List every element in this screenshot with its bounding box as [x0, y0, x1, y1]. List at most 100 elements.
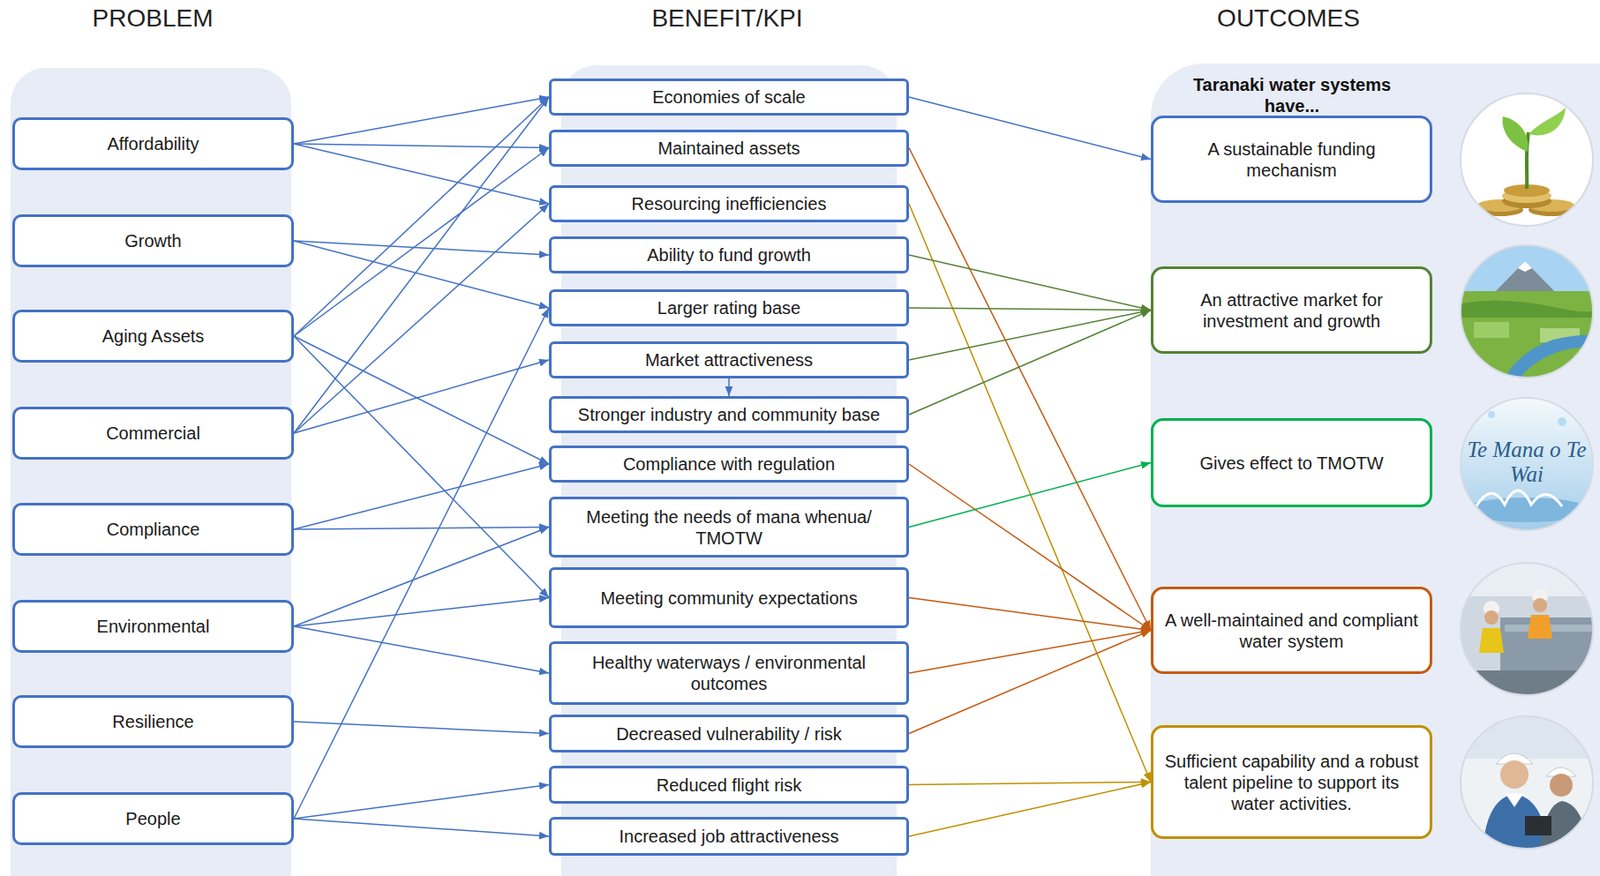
- connector: [293, 203, 549, 434]
- problem-box: Aging Assets: [12, 309, 294, 363]
- outcome-box: Sufficient capability and a robust talen…: [1150, 725, 1433, 840]
- box-label: Stronger industry and community base: [578, 404, 880, 426]
- connector: [908, 782, 1151, 838]
- connector: [293, 143, 549, 204]
- problem-box: Affordability: [12, 117, 294, 171]
- connector: [293, 97, 549, 337]
- box-label: Compliance with regulation: [623, 453, 835, 475]
- benefit-box: Stronger industry and community base: [548, 396, 909, 434]
- connector: [293, 721, 549, 735]
- connector: [908, 97, 1151, 160]
- connector: [908, 310, 1151, 361]
- connector: [293, 527, 549, 628]
- benefit-box: Healthy waterways / environmental outcom…: [548, 641, 909, 706]
- box-label: A well-maintained and compliant water sy…: [1164, 609, 1420, 653]
- connector: [908, 463, 1151, 528]
- benefit-box: Reduced flight risk: [548, 766, 909, 804]
- box-label: Healthy waterways / environmental outcom…: [562, 652, 896, 695]
- box-label: People: [125, 808, 181, 830]
- box-label: Increased job attractiveness: [618, 826, 839, 848]
- connector: [293, 598, 549, 628]
- box-label: Meeting the needs of mana whenua/ TMOTW: [562, 506, 896, 549]
- problem-box: Resilience: [12, 695, 294, 749]
- box-label: Commercial: [105, 422, 201, 444]
- problem-box: People: [12, 792, 294, 846]
- column-heading: BENEFIT/KPI: [550, 3, 904, 34]
- problem-column: [10, 67, 292, 876]
- box-label: Resourcing inefficiencies: [631, 193, 827, 215]
- benefit-box: Market attractiveness: [548, 341, 909, 379]
- connector: [293, 148, 549, 338]
- connector: [293, 626, 549, 674]
- connector: [293, 240, 549, 256]
- column-heading-text: BENEFIT/KPI: [651, 4, 803, 32]
- connector: [908, 630, 1151, 735]
- outcome-box: Gives effect to TMOTW: [1150, 418, 1433, 508]
- connector: [293, 97, 549, 434]
- box-label: Market attractiveness: [645, 349, 813, 371]
- benefit-box: Larger rating base: [548, 289, 909, 327]
- connector: [293, 785, 549, 820]
- benefit-box: Meeting the needs of mana whenua/ TMOTW: [548, 496, 909, 558]
- box-label: An attractive market for investment and …: [1164, 289, 1420, 332]
- connector: [293, 527, 549, 531]
- column-heading-text: PROBLEM: [92, 4, 214, 32]
- benefit-box: Economies of scale: [548, 78, 909, 116]
- box-label: Decreased vulnerability / risk: [615, 723, 842, 745]
- outcome-box: A well-maintained and compliant water sy…: [1150, 586, 1433, 675]
- column-heading: PROBLEM: [0, 3, 330, 34]
- connector: [293, 464, 549, 530]
- box-label: Compliance: [106, 518, 201, 541]
- benefit-box: Maintained assets: [548, 129, 909, 167]
- connector: [908, 782, 1151, 786]
- connector: [293, 240, 549, 308]
- problem-box: Compliance: [12, 503, 294, 556]
- box-label: Larger rating base: [657, 297, 801, 319]
- box-label: Growth: [124, 230, 181, 252]
- problem-box: Environmental: [12, 600, 294, 654]
- panel-heading: Taranaki water systems have...: [1181, 74, 1403, 117]
- benefit-box: Meeting community expectations: [548, 567, 909, 629]
- connector: [908, 307, 1151, 311]
- box-label: Reduced flight risk: [656, 774, 803, 797]
- outcome-box: A sustainable funding mechanism: [1150, 115, 1433, 203]
- box-label: Ability to fund growth: [646, 244, 812, 266]
- problem-box: Growth: [12, 214, 294, 268]
- benefit-box: Decreased vulnerability / risk: [548, 714, 909, 753]
- box-label: Environmental: [97, 615, 211, 638]
- problem-box: Commercial: [12, 406, 294, 460]
- column-heading: OUTCOMES: [1111, 3, 1465, 34]
- box-label: Affordability: [106, 133, 199, 155]
- box-label: A sustainable funding mechanism: [1164, 138, 1420, 181]
- connector: [908, 464, 1151, 631]
- benefit-box: Resourcing inefficiencies: [548, 185, 909, 223]
- picture-text-text: Te Mana o Te Wai: [1464, 437, 1589, 488]
- benefit-box: Increased job attractiveness: [548, 817, 909, 857]
- connector: [293, 336, 549, 465]
- box-label: Aging Assets: [102, 325, 205, 347]
- box-label: Sufficient capability and a robust talen…: [1164, 751, 1420, 815]
- connector: [908, 148, 1151, 631]
- connector: [293, 307, 549, 819]
- box-label: Gives effect to TMOTW: [1199, 452, 1383, 474]
- connector: [293, 360, 549, 434]
- connector: [293, 818, 549, 837]
- connector: [293, 336, 549, 599]
- box-label: Resilience: [112, 711, 194, 733]
- connector: [908, 255, 1151, 311]
- connector: [908, 203, 1151, 783]
- box-label: Meeting community expectations: [600, 587, 857, 609]
- box-label: Maintained assets: [657, 137, 800, 159]
- outcome-box: An attractive market for investment and …: [1150, 266, 1433, 354]
- connector: [908, 630, 1151, 675]
- benefit-box: Ability to fund growth: [548, 236, 909, 274]
- picture-text: Te Mana o Te Wai: [1464, 437, 1589, 488]
- box-label: Economies of scale: [652, 86, 805, 108]
- connector: [908, 598, 1151, 631]
- column-heading-text: OUTCOMES: [1216, 4, 1360, 32]
- connector: [728, 378, 730, 397]
- connector: [293, 97, 549, 144]
- connector: [908, 310, 1151, 416]
- benefit-box: Compliance with regulation: [548, 445, 909, 483]
